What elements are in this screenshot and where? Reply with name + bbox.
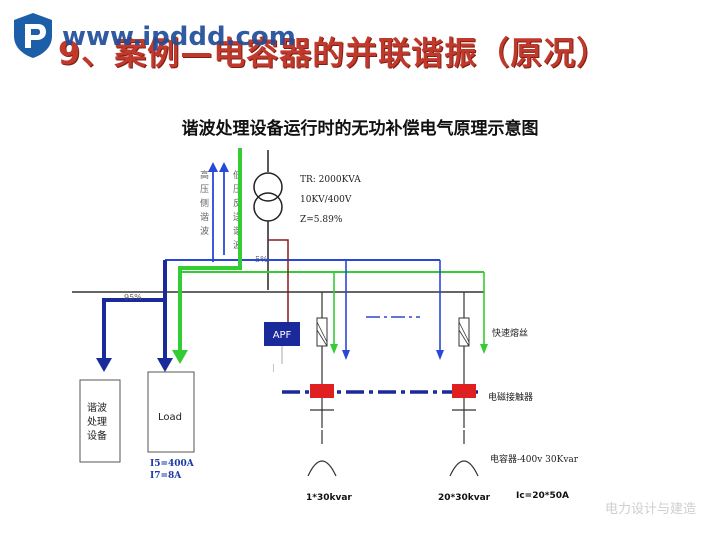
harmonic-device-label-2: 处理 bbox=[87, 416, 107, 428]
harmonic-device-label-3: 设备 bbox=[87, 429, 107, 442]
load-i5-label: I5=400A bbox=[150, 459, 195, 469]
ic-label: Ic=20*50A bbox=[516, 491, 569, 501]
cap1-label: 1*30kvar bbox=[306, 493, 352, 503]
apf-label: APF bbox=[273, 330, 292, 341]
apf-marker: | bbox=[272, 363, 275, 372]
transformer-rating: TR: 2000KVA bbox=[300, 175, 361, 185]
contactor-1-icon bbox=[310, 384, 334, 398]
svg-text:侧: 侧 bbox=[200, 197, 209, 209]
logo-icon bbox=[14, 13, 52, 58]
capacitor-spec-label: 电容器-400v 30Kvar bbox=[490, 453, 579, 465]
contactor-label: 电磁接触器 bbox=[488, 391, 533, 403]
harmonic-device-box bbox=[79, 379, 121, 463]
navy-path-left bbox=[102, 260, 167, 362]
load-box bbox=[147, 371, 195, 453]
svg-text:压: 压 bbox=[233, 184, 242, 195]
low-side-label: 低 压 反 送 谐 波 bbox=[233, 169, 242, 251]
svg-text:波: 波 bbox=[233, 239, 242, 251]
watermark-url: www.ipddd.com bbox=[62, 22, 296, 52]
high-side-arrow bbox=[208, 162, 218, 262]
svg-text:谐: 谐 bbox=[233, 226, 242, 237]
svg-text:压: 压 bbox=[200, 184, 209, 195]
svg-text:高: 高 bbox=[200, 169, 209, 181]
transformer-voltage: 10KV/400V bbox=[300, 195, 352, 205]
svg-text:送: 送 bbox=[233, 211, 242, 223]
low-side-arrow bbox=[219, 162, 229, 255]
svg-text:谐: 谐 bbox=[200, 212, 209, 223]
navy-arrow-head-load bbox=[157, 358, 173, 372]
contactor-2-icon bbox=[452, 384, 476, 398]
fuse-label: 快速熔丝 bbox=[492, 327, 528, 339]
high-side-label: 高 压 侧 谐 波 bbox=[200, 169, 209, 237]
cap2-label: 20*30kvar bbox=[438, 493, 491, 503]
capacitor-1-icon bbox=[307, 460, 337, 477]
transformer-impedance: Z=5.89% bbox=[300, 215, 343, 225]
green-arrow-head bbox=[172, 350, 188, 364]
transformer-icon bbox=[253, 172, 283, 222]
navy-arrow-head-left bbox=[96, 358, 112, 372]
diagram-title: 谐波处理设备运行时的无功补偿电气原理示意图 bbox=[181, 119, 539, 139]
green-harmonic-path bbox=[178, 148, 242, 355]
footer-watermark: 电力设计与建造 bbox=[604, 502, 696, 517]
apf-box bbox=[264, 322, 300, 346]
apf-feed-line bbox=[268, 239, 289, 322]
load-i7-label: I7=8A bbox=[150, 471, 182, 481]
slide-title: 9、案例—电容器的并联谐振（原况） bbox=[58, 34, 610, 72]
load-label: Load bbox=[158, 412, 182, 423]
harmonic-device-label-1: 谐波 bbox=[87, 401, 107, 414]
svg-text:反: 反 bbox=[233, 198, 242, 209]
svg-text:波: 波 bbox=[200, 225, 209, 237]
capacitor-2-icon bbox=[449, 460, 479, 477]
svg-text:低: 低 bbox=[233, 169, 242, 181]
pct-95-label: 95% bbox=[124, 293, 142, 302]
